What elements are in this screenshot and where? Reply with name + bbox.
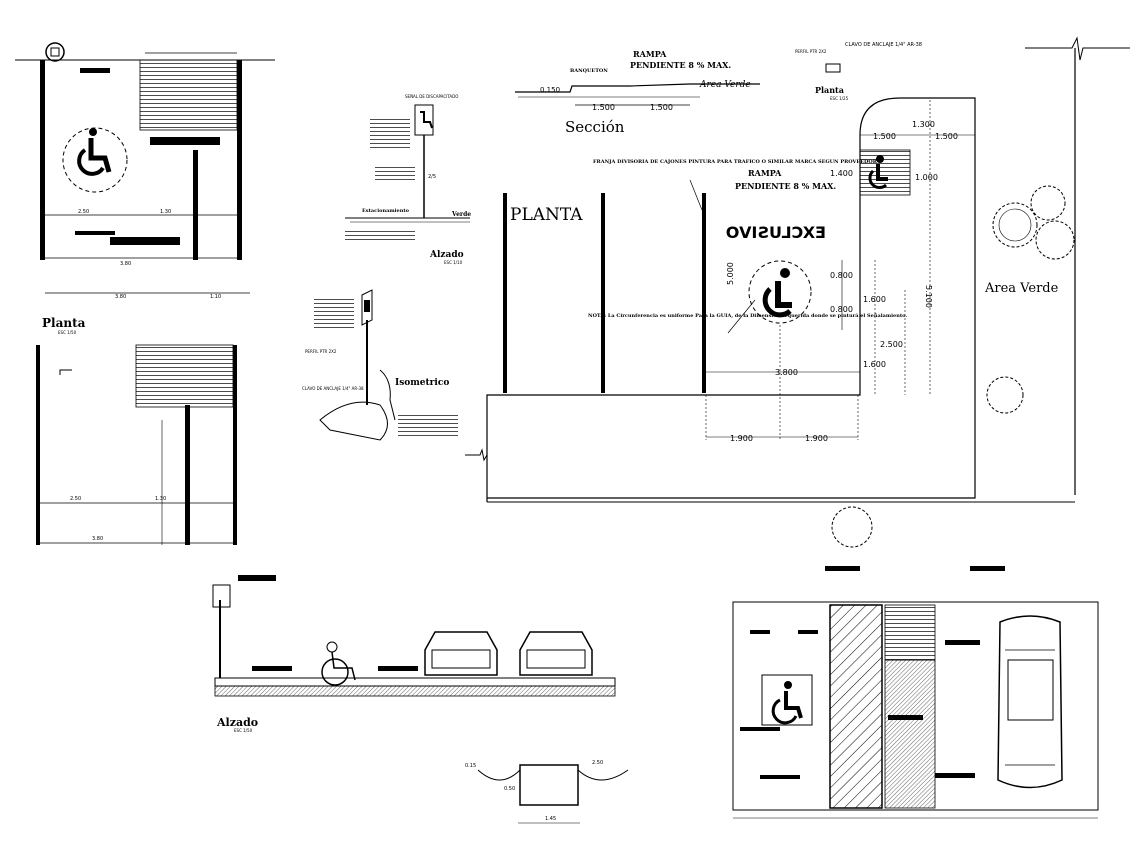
dim-text: 1.500 [873, 132, 896, 141]
dim-text: 1.600 [863, 295, 886, 304]
dim-text: 0.15 [465, 763, 476, 769]
dim-text: 3.800 [775, 368, 798, 377]
verde-label: Verde [451, 211, 471, 218]
area-verde-label: Area Verde [699, 80, 751, 90]
isometrico-title: Isometrico [395, 378, 449, 388]
planta-small-title: Planta [815, 85, 844, 95]
pendiente-label: PENDIENTE 8 % MAX. [735, 181, 836, 191]
planta-small-scale: ESC 1/25 [830, 96, 849, 101]
dim-text: 1.900 [730, 434, 753, 443]
franja-note: FRANJA DIVISORIA DE CAJONES PINTURA PARA… [593, 159, 878, 165]
height-label: 0.150 [540, 86, 560, 94]
anchor-note: CLAVO DE ANCLAJE 1/4" AR-38 [302, 386, 364, 391]
dim-text: 5.000 [726, 262, 735, 285]
bottom-right-plan [732, 566, 1099, 819]
wheelchair-icon [77, 128, 112, 176]
wheelchair-icon [771, 681, 803, 725]
dim-text: 3.80 [92, 536, 103, 542]
dim-right: 1.500 [650, 103, 673, 112]
anchor-note: CLAVO DE ANCLAJE 1/4" AR-38 [845, 42, 922, 48]
dim-left: 1.500 [592, 103, 615, 112]
top-left-plan: 2.50 1.30 3.80 3.80 1.10 Planta ESC 1/50 [15, 42, 275, 335]
dim-text: 1.300 [912, 120, 935, 129]
car-front-icon [424, 631, 593, 676]
planta-title: Planta [42, 316, 86, 330]
dim-text: 1.45 [545, 816, 556, 822]
dim-text: 0.50 [504, 786, 515, 792]
dim-text: 2.50 [592, 760, 603, 766]
svg-text:EXCLUSIVO: EXCLUSIVO [726, 223, 826, 242]
wheelchair-person-icon [321, 641, 356, 686]
dim-text: 2.50 [70, 496, 81, 502]
note-tube: PERFIL PTR 2X2 [305, 349, 337, 354]
dim-text: 2.50 [78, 209, 89, 215]
isometric-detail: Isometrico PERFIL PTR 2X2 CLAVO DE ANCLA… [302, 289, 458, 441]
rampa-label: RAMPA [633, 49, 667, 59]
ptr-note: PERFIL PTR 2X2 [795, 49, 827, 54]
second-left-plan: 2.50 1.30 3.80 [36, 344, 237, 545]
area-verde-label: Area Verde [984, 281, 1059, 296]
ramp-section: RAMPA PENDIENTE 8 % MAX. BANQUETON 0.150… [515, 49, 760, 136]
alzado-title: Alzado [429, 250, 464, 260]
dim-text: 1.30 [155, 496, 166, 502]
dim-text: 1.10 [210, 294, 221, 300]
dim-text: 3.80 [115, 294, 126, 300]
alzado-title: Alzado [216, 716, 258, 729]
nota-text: NOTA: La Circunferencia es uniforme Para… [588, 312, 907, 319]
dim-text: 1.900 [805, 434, 828, 443]
alzado-scale: ESC 1/50 [234, 728, 253, 733]
tree-icon [831, 185, 1075, 548]
estacionamiento-label: Estacionamiento [362, 208, 410, 214]
planta-title: PLANTA [510, 205, 583, 225]
alzado-scale: ESC 1/10 [444, 260, 463, 265]
planta-scale: ESC 1/50 [58, 330, 77, 335]
dim-text: 1.600 [863, 360, 886, 369]
main-plan: PLANTA FRANJA DIVISORIA DE CAJONES PINTU… [465, 36, 1130, 548]
pendiente-label: PENDIENTE 8 % MAX. [630, 60, 731, 70]
banqueton-label: BANQUETON [570, 68, 608, 74]
exclusivo-label: EXCLUSIVO [726, 223, 826, 242]
dim-text: 0.800 [830, 305, 853, 314]
wheelchair-icon [762, 268, 792, 318]
bottom-elevation: Alzado ESC 1/50 [212, 575, 616, 733]
dim-text: 2/5 [428, 174, 436, 180]
dim-text: 1.400 [830, 169, 853, 178]
dim-text: 1.000 [915, 173, 938, 182]
dim-text: 5.100 [924, 285, 933, 308]
dim-text: 0.800 [830, 271, 853, 280]
bottom-detail: 0.15 0.50 1.45 2.50 [465, 760, 629, 824]
dim-text: 2.500 [880, 340, 903, 349]
seccion-title: Sección [565, 118, 625, 136]
note-top: SEÑAL DE DISCAPACITADO [405, 94, 458, 99]
dim-text: 1.30 [160, 209, 171, 215]
signpost-elevation: SEÑAL DE DISCAPACITADO 2/5 Estacionamien… [345, 94, 471, 265]
dim-text: 3.80 [120, 261, 131, 267]
dim-text: 1.500 [935, 132, 958, 141]
wheelchair-icon [868, 155, 888, 190]
rampa-label: RAMPA [748, 168, 782, 178]
car-top-icon [997, 615, 1063, 789]
